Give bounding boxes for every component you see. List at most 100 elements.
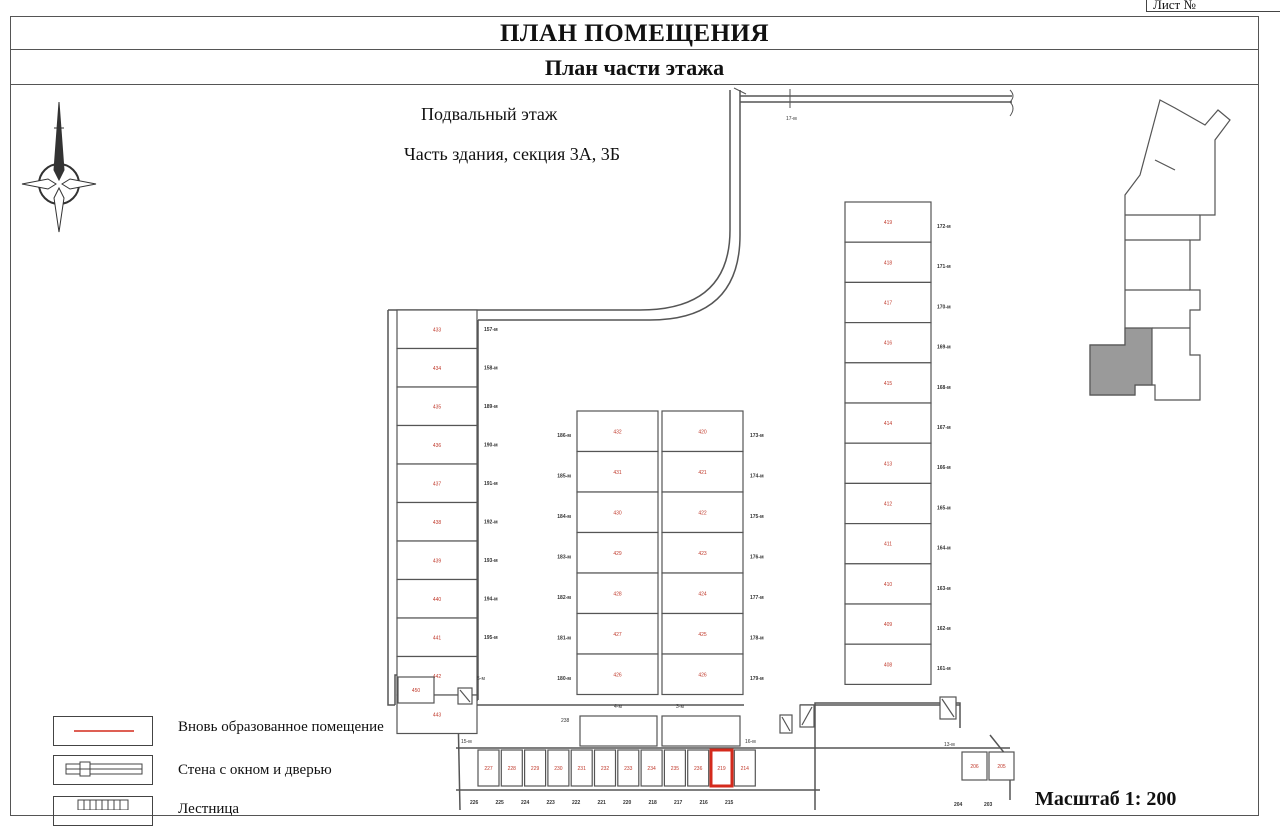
room-b-236-outline — [687, 749, 710, 787]
parking-label-cl-1: 185-м — [557, 474, 571, 480]
room-b-214-outline — [733, 749, 756, 787]
room-439-number: 439 — [433, 558, 442, 564]
legend-symbols — [65, 730, 143, 810]
room-cl-432-number: 432 — [613, 429, 622, 435]
room-strip-a-outline — [579, 715, 658, 747]
room-r-410-outline — [844, 563, 932, 605]
parking-label-7: 194-м — [484, 597, 498, 603]
room-r-408-outline — [844, 643, 932, 686]
bottom-number-3: 223 — [547, 800, 556, 806]
parking-label-r-0: 172-м — [937, 224, 951, 230]
room-b-235-number: 235 — [671, 766, 680, 772]
room-r-416-number: 416 — [884, 341, 893, 347]
label-238: 238 — [561, 718, 570, 724]
room-b-230-outline — [547, 749, 570, 787]
room-r-411-number: 411 — [884, 542, 892, 548]
bottom-number-10: 215 — [725, 800, 734, 806]
sheet-number-label: Лист № — [1153, 0, 1196, 12]
label-15m: 15-м — [461, 739, 472, 745]
room-cr-421-number: 421 — [698, 470, 707, 476]
room-b-231-number: 231 — [578, 766, 587, 772]
room-b-232-outline — [593, 749, 617, 787]
rooms-layer: 433434435436437438439440441442443157-м15… — [396, 201, 1015, 808]
room-b-229-outline — [523, 749, 547, 787]
label-16m: 16-м — [745, 739, 756, 745]
parking-label-1: 158-м — [484, 366, 498, 372]
floor-label: Подвальный этаж — [421, 104, 558, 124]
parking-label-r-1: 171-м — [937, 264, 951, 270]
room-cl-427-outline — [576, 612, 659, 655]
room-b-234-outline — [640, 749, 663, 787]
top-corridor-label: 17-м — [786, 116, 797, 122]
room-r-412-outline — [844, 482, 932, 525]
stair-markers — [457, 687, 957, 734]
room-b-231-outline — [570, 749, 593, 787]
bottom-number-7: 218 — [649, 800, 658, 806]
parking-label-r-4: 168-м — [937, 385, 951, 391]
parking-label-r-2: 170-м — [937, 304, 951, 310]
parking-label-cr-6: 179-м — [750, 676, 764, 682]
room-cl-426-outline — [576, 653, 659, 696]
room-cl-431-number: 431 — [613, 470, 622, 476]
room-b-227-outline — [477, 749, 500, 787]
bottom-number-9: 216 — [700, 800, 709, 806]
parking-label-cl-0: 186-м — [557, 433, 571, 439]
room-corner-outline — [397, 676, 435, 704]
room-cl-428-outline — [576, 572, 659, 615]
room-cl-430-outline — [576, 491, 659, 534]
parking-label-r-10: 162-м — [937, 626, 951, 632]
label-4m: 4-м — [614, 704, 622, 710]
room-rb-205-number: 205 — [997, 764, 1006, 770]
room-r-409-number: 409 — [884, 622, 893, 628]
compass-icon — [21, 101, 97, 233]
parking-label-5: 192-м — [484, 520, 498, 526]
sheet-number: Лист № — [1146, 0, 1280, 12]
bottom-number-4: 222 — [572, 800, 581, 806]
room-439-outline — [396, 540, 478, 581]
room-r-413-number: 413 — [884, 461, 893, 467]
room-442-number: 442 — [433, 674, 442, 680]
room-440-outline — [396, 578, 478, 619]
room-cl-430-number: 430 — [613, 510, 622, 516]
room-435-number: 435 — [433, 404, 442, 410]
parking-label-4: 191-м — [484, 481, 498, 487]
room-cl-426-number: 426 — [613, 672, 622, 678]
room-cr-422-outline — [661, 491, 744, 534]
room-r-416-outline — [844, 322, 932, 364]
room-r-417-number: 417 — [884, 301, 893, 307]
room-cr-420-outline — [661, 410, 744, 453]
room-b-229-number: 229 — [531, 766, 540, 772]
room-b-233-number: 233 — [624, 766, 633, 772]
parking-label-cl-3: 183-м — [557, 555, 571, 561]
bottom-number-2: 224 — [521, 800, 530, 806]
room-437-outline — [396, 463, 478, 504]
room-cr-422-number: 422 — [698, 510, 707, 516]
parking-label-cr-1: 174-м — [750, 474, 764, 480]
room-438-outline — [396, 501, 478, 542]
room-r-411-outline — [844, 522, 932, 565]
page-subtitle: План части этажа — [10, 49, 1259, 85]
room-cr-423-outline — [661, 531, 744, 574]
room-437-number: 437 — [433, 481, 442, 487]
room-r-409-outline — [844, 603, 932, 645]
room-corner-number: 450 — [412, 688, 421, 694]
parking-label-cr-0: 173-м — [750, 433, 764, 439]
room-b-228-number: 228 — [508, 766, 517, 772]
parking-label-r-3: 169-м — [937, 345, 951, 351]
parking-label-cr-4: 177-м — [750, 595, 764, 601]
parking-label-r-11: 161-м — [937, 666, 951, 672]
room-r-412-number: 412 — [884, 502, 893, 508]
room-433-number: 433 — [433, 327, 442, 333]
legend-box-new-room — [53, 716, 153, 746]
parking-label-6: 193-м — [484, 558, 498, 564]
room-441-outline — [396, 617, 478, 658]
room-cl-428-number: 428 — [613, 591, 622, 597]
room-435-outline — [396, 386, 478, 427]
room-rb-206-outline — [961, 751, 988, 781]
building-key-diagram — [1089, 99, 1231, 401]
room-r-408-number: 408 — [884, 662, 893, 668]
room-r-414-outline — [844, 402, 932, 444]
parking-label-r-8: 164-м — [937, 546, 951, 552]
parking-label-cl-6: 180-м — [557, 676, 571, 682]
room-b-234-number: 234 — [647, 766, 656, 772]
